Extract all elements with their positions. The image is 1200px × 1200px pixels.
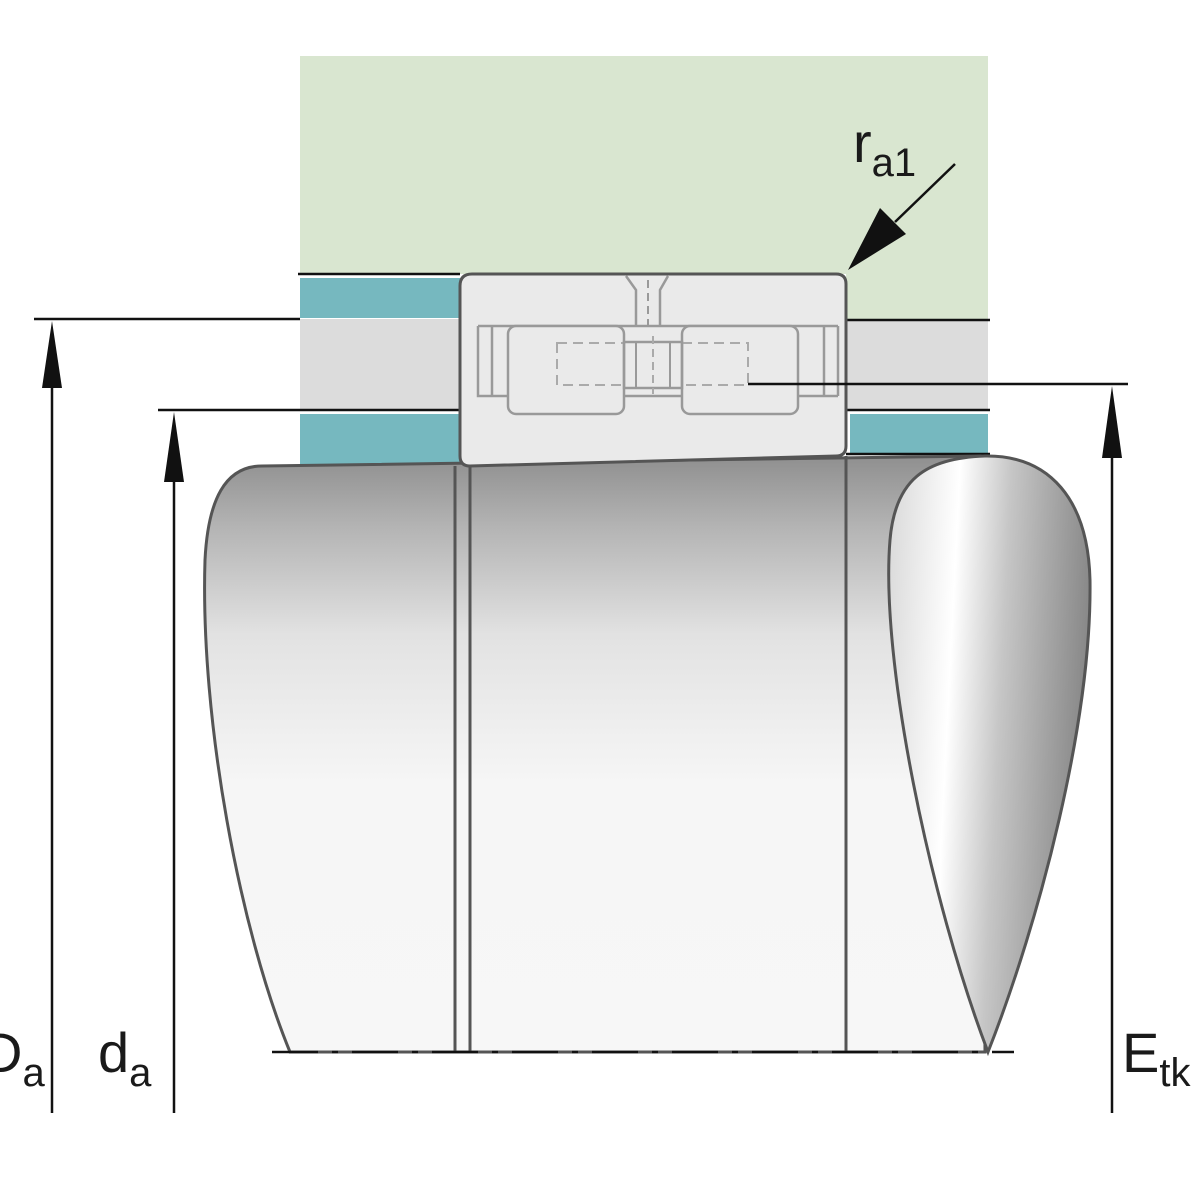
inner-spacer-ring-right <box>850 414 988 454</box>
lubrication-hole <box>624 275 670 326</box>
ra1-arrowhead <box>848 208 906 270</box>
da-arrowhead <box>164 412 184 482</box>
ra1-leader-line <box>894 163 956 223</box>
shaft-body <box>203 454 987 1054</box>
shaft-end-face <box>887 454 1092 1057</box>
housing-right-extension <box>846 274 988 320</box>
Etk-arrowhead <box>1102 386 1122 458</box>
inner-spacer-ring-left <box>300 414 460 466</box>
bearing-ribs <box>476 324 840 398</box>
roller-right <box>680 324 800 416</box>
Etk-label: Etk <box>1122 1021 1191 1095</box>
da-label: da <box>98 1021 152 1095</box>
roller-left <box>506 324 626 416</box>
Da-arrowhead <box>42 321 62 388</box>
ra1-label: ra1 <box>853 111 916 185</box>
Da-label: Da <box>0 1021 45 1095</box>
outer-spacer-ring-left <box>300 278 460 318</box>
